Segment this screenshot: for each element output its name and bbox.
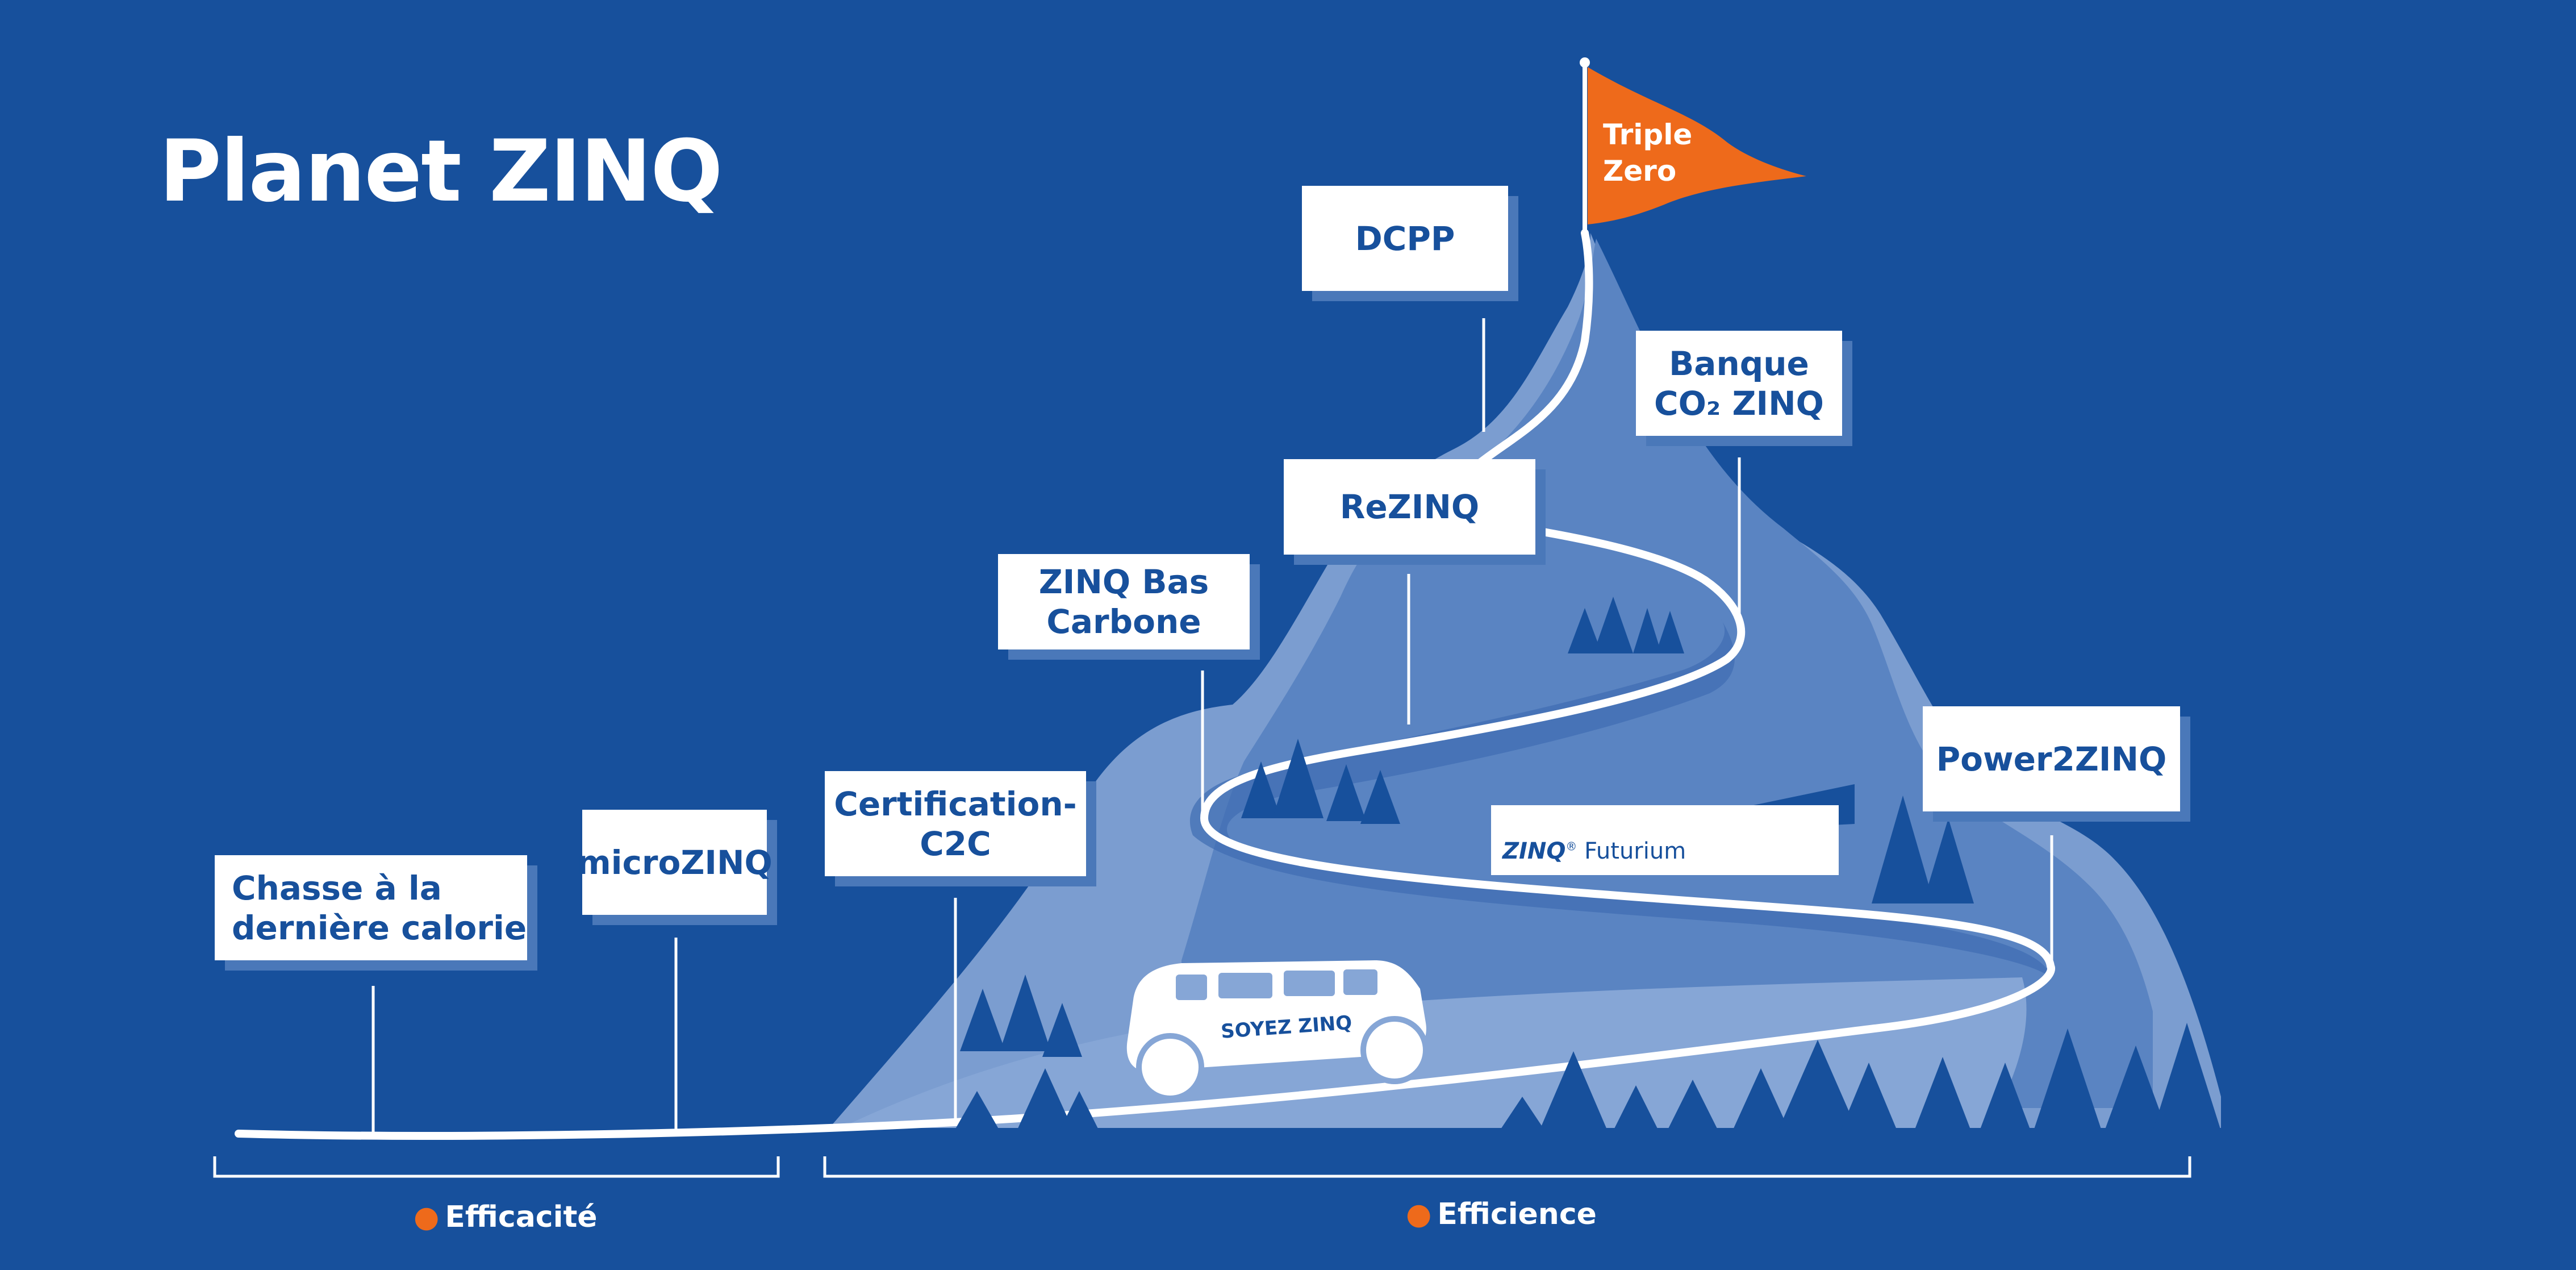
brackets (213, 1156, 2191, 1178)
tree (1042, 1003, 1082, 1057)
tree (954, 1091, 1000, 1131)
tree (2105, 1046, 2167, 1131)
tree (1914, 1057, 1971, 1131)
milestone-bas-carbone-line1: ZINQ Bas (1038, 563, 1209, 601)
tree (1241, 761, 1281, 818)
tree (1539, 1051, 1608, 1131)
milestone-microzinq-label: microZINQ (577, 843, 773, 882)
zinq-futurium-mark: ® (1565, 839, 1577, 853)
bracket-efficience (823, 1156, 2191, 1178)
legend-efficacite-label: Efficacité (445, 1200, 598, 1234)
tree (1568, 608, 1602, 653)
tree (1000, 975, 1051, 1051)
tree (960, 989, 1005, 1051)
tree (1017, 1068, 1074, 1131)
valley-shade (1189, 619, 2051, 977)
legend-efficience-label: Efficience (1437, 1197, 1597, 1231)
tree (1593, 597, 1633, 653)
tree (1923, 818, 1974, 903)
tree (1326, 764, 1366, 821)
milestone-certification-line2: C2C (920, 824, 991, 863)
milestone-microzinq: microZINQ (577, 810, 773, 915)
milestone-dcpp-label: DCPP (1355, 219, 1455, 258)
milestone-banque-line2: CO₂ ZINQ (1654, 384, 1824, 423)
tree (1778, 1040, 1857, 1131)
tree (1840, 1063, 1897, 1131)
zinq-futurium-text: ZINQ® Futurium (1502, 838, 1686, 864)
van-wheel (1136, 1033, 1204, 1101)
bracket-efficacite (213, 1156, 780, 1178)
milestone-certification: Certification- C2C (825, 771, 1086, 876)
milestone-chasse-line1: Chasse à la (232, 868, 442, 907)
tree (1272, 739, 1324, 818)
milestone-rezinq: ReZINQ (1284, 459, 1535, 555)
milestone-power2zinq-label: Power2ZINQ (1936, 739, 2167, 778)
milestone-certification-line1: Certification- (834, 784, 1077, 823)
tree (1059, 1091, 1099, 1131)
zinq-futurium-brand: ZINQ (1502, 838, 1566, 864)
zinq-futurium-logo: ZINQ® Futurium (1491, 805, 1839, 875)
van-window (1343, 969, 1377, 995)
milestone-banque: Banque CO₂ ZINQ (1636, 331, 1842, 436)
legend-efficacite: ●Efficacité (414, 1200, 598, 1234)
flag-label-line1: Triple (1603, 118, 1693, 151)
page-title: Planet ZINQ (159, 122, 723, 221)
van-window (1218, 973, 1272, 998)
flag (1588, 67, 1806, 224)
trees (954, 597, 2221, 1131)
tree (1656, 611, 1684, 653)
van-window (1176, 975, 1207, 1000)
milestone-chasse-line2: dernière calorie (232, 908, 527, 947)
tree (1360, 770, 1400, 824)
milestone-bas-carbone: ZINQ Bas Carbone (998, 554, 1250, 649)
tree (2153, 1023, 2221, 1131)
milestone-bas-carbone-line2: Carbone (1046, 602, 1201, 641)
tree (1872, 796, 1934, 903)
legend-efficience: ●Efficience (1406, 1197, 1597, 1231)
milestone-rezinq-label: ReZINQ (1339, 488, 1480, 526)
tree (1667, 1080, 1718, 1131)
tree (1732, 1068, 1789, 1131)
legend-dot-icon: ● (414, 1200, 440, 1234)
tree (1613, 1085, 1659, 1131)
mountain-front (841, 977, 2027, 1128)
tree (1500, 1097, 1545, 1131)
flag-label-line2: Zero (1603, 155, 1677, 188)
connector-lines (371, 318, 2053, 1136)
zinq-futurium-name: Futurium (1584, 838, 1686, 864)
flag-label: Triple Zero (1603, 116, 1692, 189)
flag-pole-top (1580, 57, 1590, 68)
tree (2034, 1029, 2102, 1131)
tree (1633, 608, 1661, 653)
legend-dot-icon: ● (1406, 1197, 1432, 1231)
tree (1980, 1063, 2031, 1131)
milestone-dcpp: DCPP (1302, 186, 1508, 291)
van-wheel (1360, 1016, 1429, 1084)
milestone-chasse: Chasse à la dernière calorie (215, 855, 527, 960)
milestone-power2zinq: Power2ZINQ (1923, 706, 2180, 811)
van (1126, 960, 1429, 1101)
milestone-banque-line1: Banque (1669, 344, 1809, 383)
van-window (1284, 971, 1335, 996)
